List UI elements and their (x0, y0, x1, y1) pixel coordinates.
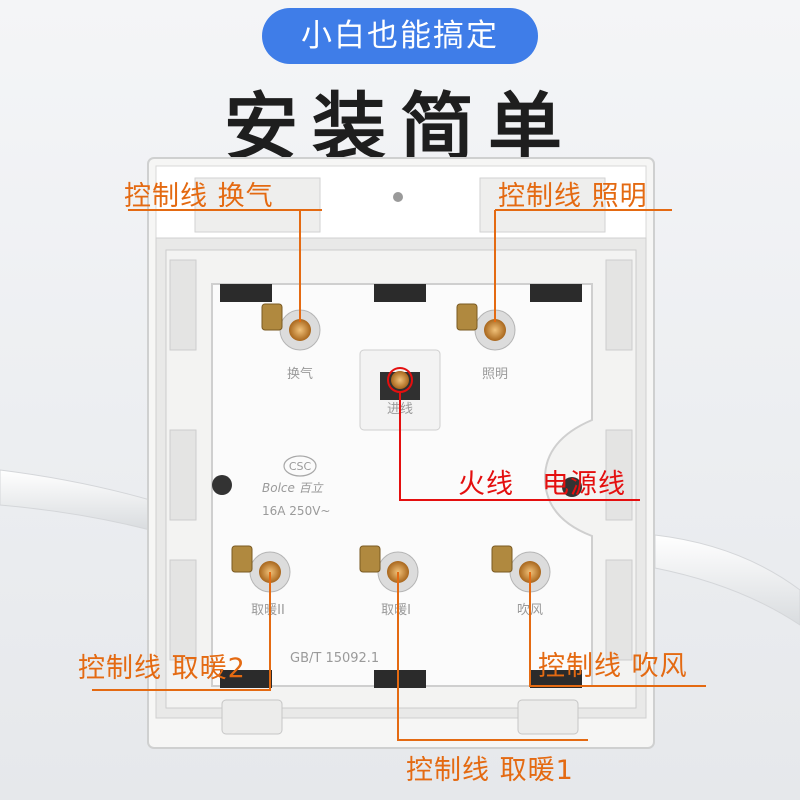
cert-oval (283, 455, 317, 477)
terminal-center (391, 371, 409, 389)
callout-control-lighting: 控制线 照明 (498, 181, 648, 212)
terminal-label-top-left: 换气 (287, 366, 313, 382)
terminal-label-bottom-center: 取暖I (381, 603, 411, 618)
terminal-bottom-center (359, 545, 419, 593)
callout-line-mid-left (92, 572, 271, 691)
callout-control-ventilation: 控制线 换气 (124, 181, 274, 212)
switch-back-body (211, 283, 593, 688)
callout-line-bottom (397, 572, 588, 741)
callout-line-live (399, 392, 640, 501)
terminal-top-left (261, 303, 321, 351)
page-title: 安装简单 (224, 85, 576, 171)
cert-mark: CSC (289, 460, 312, 473)
callout-control-heating-2: 控制线 取暖2 (78, 653, 246, 684)
callout-live-wire: 火线 (458, 469, 514, 500)
terminal-label-bottom-left: 取暖II (251, 603, 285, 618)
rating-text: 16A 250V~ (262, 504, 330, 518)
callout-line-mid-right (529, 572, 706, 687)
background-cable-right (654, 534, 800, 626)
standard-text: GB/T 15092.1 (290, 651, 379, 666)
brand-mark: Bolce 百立 (262, 481, 324, 495)
title-badge: 小白也能搞定 (262, 8, 538, 64)
background-cable-left (0, 469, 151, 531)
callout-power-wire: 电源线 (542, 469, 626, 500)
callout-control-blower: 控制线 吹风 (538, 651, 688, 682)
callout-control-heating-1: 控制线 取暖1 (406, 755, 574, 786)
terminal-label-top-right: 照明 (482, 367, 508, 382)
